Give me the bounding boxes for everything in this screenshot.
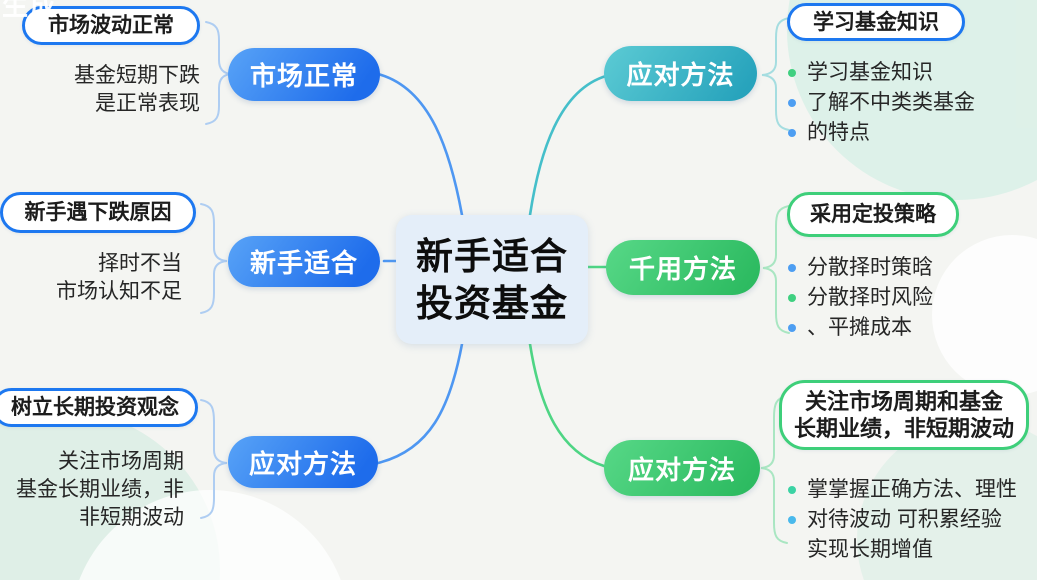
curve-center-to-top-left — [376, 72, 464, 217]
brace-bottom-right — [760, 395, 788, 544]
note-line: 是正常表现 — [95, 92, 200, 115]
bullet-text: 实现长期增值 — [807, 538, 933, 561]
bullet-list-learn-fund: 学习基金知识 了解不中类类基金 的特点 — [788, 58, 975, 148]
pill-label: 应对方法 — [626, 60, 735, 90]
central-topic-line: 投资基金 — [416, 282, 568, 324]
note-longterm-view: 关注市场周期 基金长期业绩，非 非短期波动 — [8, 448, 184, 532]
node-title-market-fluctuation[interactable]: 市场波动正常 — [22, 6, 200, 45]
bullet-item: 实现长期增值 — [788, 535, 1017, 565]
bullet-item: 、平摊成本 — [788, 313, 933, 343]
brace-mid-left — [200, 203, 228, 314]
node-title-label: 树立长期投资观念 — [11, 396, 179, 419]
bullet-dot — [788, 486, 796, 494]
note-line: 择时不当 — [98, 252, 182, 275]
bullet-dot — [788, 129, 796, 137]
bullet-dot — [788, 264, 796, 272]
brace-top-right — [761, 17, 790, 131]
bullet-text: 、平摊成本 — [807, 316, 912, 339]
pill-market-normal[interactable]: 市场正常 — [228, 48, 380, 101]
node-title-learn-fund-knowledge[interactable]: 学习基金知识 — [787, 3, 965, 41]
bullet-text: 掌掌握正确方法、理性 — [807, 478, 1017, 501]
bullet-text: 分散择时策晗 — [807, 256, 933, 279]
pill-label: 新手适合 — [249, 248, 358, 278]
pill-label: 千用方法 — [628, 254, 737, 284]
note-beginner-drop-reason: 择时不当 市场认知不足 — [20, 250, 182, 306]
pill-common-method[interactable]: 千用方法 — [606, 240, 760, 295]
pill-label: 市场正常 — [249, 61, 358, 91]
bullet-dot — [788, 99, 796, 107]
bullet-dot — [788, 69, 796, 77]
bullet-dot — [788, 324, 796, 332]
bullet-list-dca: 分散择时策晗 分散择时风险 、平摊成本 — [788, 253, 933, 343]
bullet-item: 分散择时策晗 — [788, 253, 933, 283]
bullet-item: 的特点 — [788, 118, 975, 148]
node-title-label: 新手遇下跌原因 — [24, 201, 172, 224]
bullet-text: 对待波动 可积累经验 — [807, 508, 1002, 531]
node-title-label: 市场波动正常 — [48, 14, 174, 37]
pill-coping-method-bottom-right[interactable]: 应对方法 — [604, 440, 760, 496]
bullet-item: 了解不中类类基金 — [788, 88, 975, 118]
bullet-text: 了解不中类类基金 — [807, 91, 975, 114]
bullet-dot — [788, 294, 796, 302]
node-title-label: 学习基金知识 — [813, 10, 939, 34]
bullet-item: 学习基金知识 — [788, 58, 975, 88]
pill-label: 应对方法 — [627, 454, 736, 485]
node-title-longterm-view[interactable]: 树立长期投资观念 — [0, 388, 198, 427]
central-topic-line: 新手适合 — [416, 235, 568, 277]
curve-center-to-bottom-right — [528, 342, 606, 468]
bullet-item: 分散择时风险 — [788, 283, 933, 313]
bullet-item: 掌掌握正确方法、理性 — [788, 475, 1017, 505]
brace-mid-right — [762, 205, 790, 334]
pill-beginner-suitable[interactable]: 新手适合 — [228, 236, 380, 287]
pill-label: 应对方法 — [248, 448, 357, 479]
node-title-watch-market-cycle[interactable]: 关注市场周期和基金 长期业绩，非短期波动 — [779, 380, 1029, 450]
bullet-text: 的特点 — [807, 121, 870, 144]
note-line: 基金短期下跌 — [74, 64, 200, 87]
bullet-dot — [788, 546, 796, 554]
bullet-text: 学习基金知识 — [807, 61, 933, 84]
node-title-label: 关注市场周期和基金 — [804, 389, 1003, 414]
note-line: 基金长期业绩，非 — [16, 478, 184, 501]
central-topic[interactable]: 新手适合 投资基金 — [396, 215, 588, 344]
brace-bottom-left — [200, 399, 228, 519]
node-title-label: 长期业绩，非短期波动 — [793, 416, 1014, 441]
pill-coping-method-top-right[interactable]: 应对方法 — [604, 46, 757, 101]
bullet-dot — [788, 516, 796, 524]
node-title-label: 采用定投策略 — [810, 203, 936, 226]
pill-coping-method-left[interactable]: 应对方法 — [228, 436, 378, 488]
note-line: 关注市场周期 — [58, 450, 184, 473]
note-market-fluctuation: 基金短期下跌 是正常表现 — [20, 62, 200, 118]
curve-center-to-top-right — [528, 74, 608, 217]
bullet-list-watch-cycle: 掌掌握正确方法、理性 对待波动 可积累经验 实现长期增值 — [788, 475, 1017, 565]
note-line: 市场认知不足 — [56, 280, 182, 303]
node-title-beginner-drop-reason[interactable]: 新手遇下跌原因 — [0, 192, 196, 233]
note-line: 非短期波动 — [79, 506, 184, 529]
curve-center-to-bottom-left — [376, 342, 464, 465]
bullet-item: 对待波动 可积累经验 — [788, 505, 1017, 535]
node-title-dca-strategy[interactable]: 采用定投策略 — [787, 192, 959, 237]
bullet-text: 分散择时风险 — [807, 286, 933, 309]
